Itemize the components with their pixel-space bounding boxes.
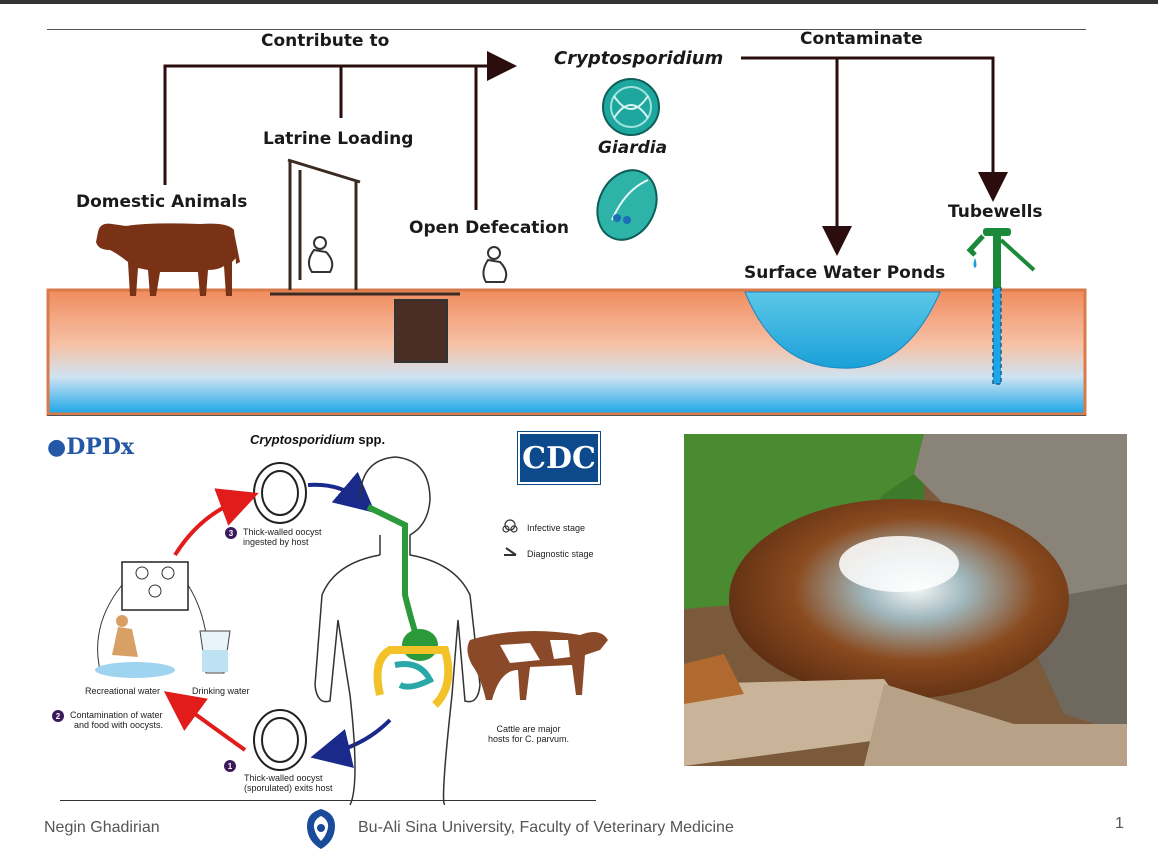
recreational-water-label: Recreational water xyxy=(85,686,161,696)
contaminate-arrows xyxy=(741,56,1008,256)
step-text: Contamination of water xyxy=(70,710,163,720)
digestive-tract xyxy=(366,504,423,647)
domestic-animals-label: Domestic Animals xyxy=(76,192,248,212)
surface-water-pond xyxy=(744,291,941,369)
step-text: Thick-walled oocyst xyxy=(243,527,322,537)
stomach xyxy=(402,629,438,661)
contaminate-label: Contaminate xyxy=(800,29,923,49)
giardia-icon xyxy=(596,169,658,241)
surface-water-ponds-label: Surface Water Ponds xyxy=(744,263,946,283)
cattle-icon xyxy=(467,631,608,700)
swimmer-icon xyxy=(95,615,175,678)
microscope-icon xyxy=(504,547,517,556)
blue-cycle-arrow xyxy=(310,718,392,769)
step-number-badge: 2 xyxy=(52,710,64,722)
latrine-pit xyxy=(394,299,448,363)
drinking-glass-icon xyxy=(199,630,231,674)
contribute-arrows xyxy=(163,51,517,210)
section-divider xyxy=(47,415,1086,416)
large-intestine xyxy=(373,646,453,708)
top-border xyxy=(0,0,1158,4)
ground-layer xyxy=(46,288,1087,416)
latrine-icon xyxy=(270,158,460,296)
latrine-loading-label: Latrine Loading xyxy=(263,129,414,149)
cryptosporidium-label: Cryptosporidium xyxy=(554,48,724,69)
water-spring-photo xyxy=(684,434,1127,766)
oocyst-icon xyxy=(253,462,307,771)
lifecycle-title: Cryptosporidium spp. xyxy=(250,432,386,447)
lifecycle-diagram xyxy=(95,456,608,805)
small-intestine xyxy=(394,661,435,690)
step-number-badge: 1 xyxy=(224,760,236,772)
tubewell-icon xyxy=(966,228,1036,385)
step-text: ingested by host xyxy=(243,537,309,547)
header-divider xyxy=(47,29,1086,30)
cryptosporidium-icon xyxy=(602,78,660,136)
footer-author: Negin Ghadirian xyxy=(44,819,160,836)
tubewells-label: Tubewells xyxy=(948,202,1043,222)
contamination-diagram xyxy=(46,51,1087,416)
dpdx-logo: ●DPDx xyxy=(47,434,135,460)
spring-water xyxy=(729,499,1069,699)
red-cycle-arrow xyxy=(163,691,247,752)
red-cycle-arrow xyxy=(173,488,259,557)
contribute-to-label: Contribute to xyxy=(261,31,390,51)
open-defecation-label: Open Defecation xyxy=(409,218,570,238)
footer-institution: Bu-Ali Sina University, Faculty of Veter… xyxy=(358,819,734,836)
university-logo-icon xyxy=(307,809,335,849)
legend-diagnostic: Diagnostic stage xyxy=(527,549,594,559)
giardia-label: Giardia xyxy=(598,138,668,158)
step-1-text: Thick-walled oocyst(sporulated) exits ho… xyxy=(244,773,333,793)
step-number-badge: 3 xyxy=(225,527,237,539)
dpdx-mark-icon: ● xyxy=(47,434,67,460)
legend-infective: Infective stage xyxy=(527,523,586,533)
cow-icon xyxy=(96,223,240,296)
page-number: 1 xyxy=(1115,815,1124,832)
biohazard-icon xyxy=(502,519,518,533)
drinking-water-label: Drinking water xyxy=(192,686,250,696)
human-body-outline xyxy=(314,456,481,805)
lifecycle-baseline xyxy=(60,800,596,801)
squatting-person-icon xyxy=(308,236,508,283)
cdc-logo: CDC xyxy=(517,431,601,485)
blue-cycle-arrow xyxy=(307,471,376,513)
step-text: and food with oocysts. xyxy=(74,720,164,730)
